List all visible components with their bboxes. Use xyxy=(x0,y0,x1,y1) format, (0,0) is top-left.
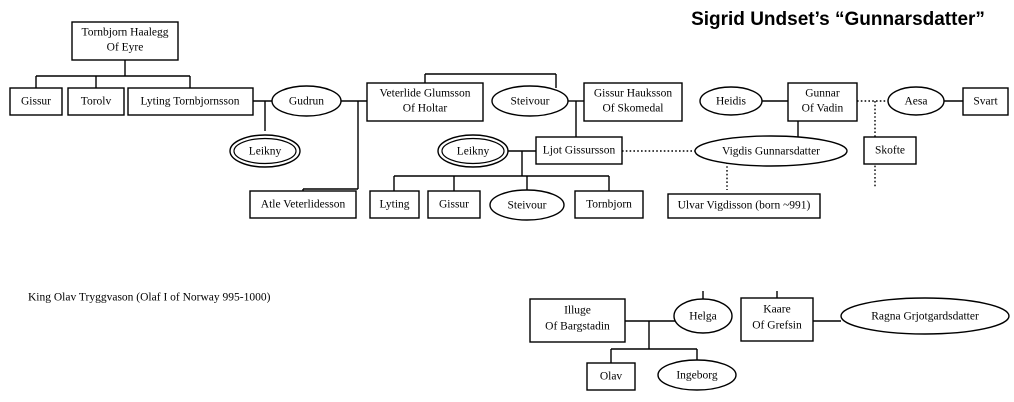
node-label: Kaare xyxy=(763,304,790,316)
node-label: Gissur xyxy=(439,199,469,211)
node-svart[interactable]: Svart xyxy=(962,87,1009,116)
node-helga[interactable]: Helga xyxy=(673,298,733,334)
node-label: Tornbjorn Haalegg xyxy=(81,27,168,39)
node-tornbjorn-haalegg[interactable]: Tornbjorn Haalegg Of Eyre xyxy=(71,21,179,61)
node-torolv[interactable]: Torolv xyxy=(67,87,125,116)
node-gissur-1[interactable]: Gissur xyxy=(9,87,63,116)
node-label: Helga xyxy=(689,311,716,323)
node-label: Vigdis Gunnarsdatter xyxy=(722,146,820,158)
node-label: Of Bargstadin xyxy=(545,321,610,333)
node-label: Of Holtar xyxy=(403,103,448,115)
node-gunnar-of-vadin[interactable]: Gunnar Of Vadin xyxy=(787,82,858,122)
node-leikny-2[interactable]: Leikny xyxy=(437,134,509,168)
node-gissur-2[interactable]: Gissur xyxy=(427,190,481,219)
node-ragna-grjotgardsdatter[interactable]: Ragna Grjotgardsdatter xyxy=(840,297,1010,335)
node-label: Aesa xyxy=(905,96,928,108)
node-label: Ragna Grjotgardsdatter xyxy=(871,311,979,323)
node-illuge-of-bargstadin[interactable]: Illuge Of Bargstadin xyxy=(529,298,626,343)
node-aesa[interactable]: Aesa xyxy=(887,86,945,116)
node-label: Of Vadin xyxy=(802,103,844,115)
node-label: Of Skomedal xyxy=(602,103,663,115)
node-gudrun[interactable]: Gudrun xyxy=(271,85,342,117)
node-label: Tornbjorn xyxy=(586,199,632,211)
node-label: Skofte xyxy=(875,145,905,157)
node-label: Lyting xyxy=(379,199,409,211)
node-label: Svart xyxy=(973,96,998,108)
node-label: Ljot Gissursson xyxy=(543,145,616,157)
node-heidis[interactable]: Heidis xyxy=(699,86,763,116)
node-label: Ulvar Vigdisson (born ~991) xyxy=(678,200,811,212)
node-label: Leikny xyxy=(249,146,282,158)
node-label: Gunnar xyxy=(805,88,840,100)
node-label: Lyting Tornbjornsson xyxy=(141,96,240,108)
olav-tryggvason-note: King Olav Tryggvason (Olaf I of Norway 9… xyxy=(28,292,271,304)
node-label: Gissur Hauksson xyxy=(594,88,673,100)
edges-illuge-family xyxy=(610,291,841,363)
node-skofte[interactable]: Skofte xyxy=(863,136,917,165)
node-label: Leikny xyxy=(457,146,490,158)
node-label: Steivour xyxy=(508,200,547,212)
node-label: Veterlide Glumsson xyxy=(379,88,470,100)
node-label: Olav xyxy=(600,371,623,383)
node-tornbjorn-2[interactable]: Tornbjorn xyxy=(574,190,644,219)
node-label: Of Grefsin xyxy=(752,320,802,332)
node-lyting-2[interactable]: Lyting xyxy=(369,190,420,219)
node-steivour-1[interactable]: Steivour xyxy=(491,85,569,117)
page-title: Sigrid Undset’s “Gunnarsdatter” xyxy=(691,9,985,30)
node-ulvar-vigdisson[interactable]: Ulvar Vigdisson (born ~991) xyxy=(667,193,821,219)
node-label: Torolv xyxy=(81,96,112,108)
node-gissur-hauksson[interactable]: Gissur Hauksson Of Skomedal xyxy=(583,82,683,122)
node-label: Of Eyre xyxy=(107,42,144,54)
node-label: Gudrun xyxy=(289,96,324,108)
node-vigdis-gunnarsdatter[interactable]: Vigdis Gunnarsdatter xyxy=(694,135,848,167)
node-lyting-tornbjornsson[interactable]: Lyting Tornbjornsson xyxy=(127,87,254,116)
node-kaare-of-grefsin[interactable]: Kaare Of Grefsin xyxy=(740,297,814,342)
edges-veterlide-family xyxy=(393,73,610,191)
node-label: Steivour xyxy=(511,96,550,108)
node-label: Atle Veterlidesson xyxy=(261,199,346,211)
node-label: Heidis xyxy=(716,96,747,108)
node-ljot-gissursson[interactable]: Ljot Gissursson xyxy=(535,136,623,165)
edges-tornbjorn-family xyxy=(35,60,367,191)
node-atle-veterlidesson[interactable]: Atle Veterlidesson xyxy=(249,190,357,219)
node-ingeborg[interactable]: Ingeborg xyxy=(657,359,737,391)
node-label: Illuge xyxy=(564,305,591,317)
node-label: Ingeborg xyxy=(676,370,718,382)
node-veterlide-glumsson[interactable]: Veterlide Glumsson Of Holtar xyxy=(366,82,484,122)
node-steivour-2[interactable]: Steivour xyxy=(489,189,565,221)
node-olav[interactable]: Olav xyxy=(586,362,636,391)
node-label: Gissur xyxy=(21,96,51,108)
node-leikny-1[interactable]: Leikny xyxy=(229,134,301,168)
